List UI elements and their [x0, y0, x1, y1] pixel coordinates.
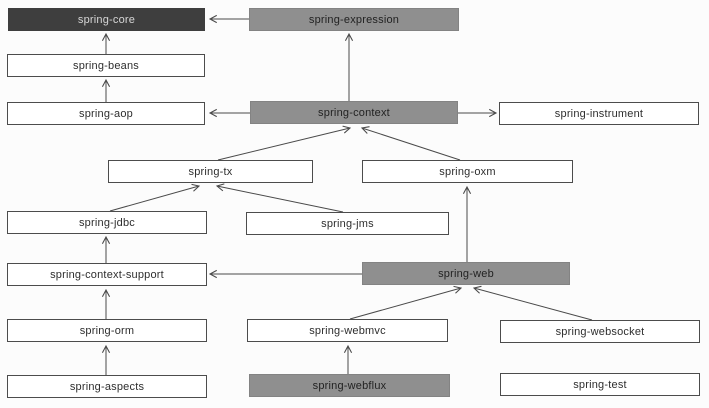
node-spring-expression: spring-expression: [249, 8, 459, 31]
node-spring-oxm: spring-oxm: [362, 160, 573, 183]
node-spring-test: spring-test: [500, 373, 700, 396]
node-spring-context: spring-context: [250, 101, 458, 124]
arrow-oxm-to-context: [360, 126, 461, 161]
arrow-webmvc-to-web: [349, 285, 463, 320]
arrow-jdbc-to-tx: [109, 183, 201, 212]
arrow-tx-to-context: [217, 125, 352, 161]
node-spring-aspects: spring-aspects: [7, 375, 207, 398]
node-spring-webmvc: spring-webmvc: [247, 319, 448, 342]
node-spring-beans: spring-beans: [7, 54, 205, 77]
node-spring-aop: spring-aop: [7, 102, 205, 125]
node-spring-tx: spring-tx: [108, 160, 313, 183]
node-spring-websocket: spring-websocket: [500, 320, 700, 343]
arrow-websocket-to-web: [472, 285, 593, 321]
node-spring-jms: spring-jms: [246, 212, 449, 235]
node-spring-webflux: spring-webflux: [249, 374, 450, 397]
node-spring-jdbc: spring-jdbc: [7, 211, 207, 234]
arrow-jms-to-tx: [215, 183, 344, 213]
node-spring-context-support: spring-context-support: [7, 263, 207, 286]
node-spring-instrument: spring-instrument: [499, 102, 699, 125]
node-spring-web: spring-web: [362, 262, 570, 285]
node-spring-orm: spring-orm: [7, 319, 207, 342]
node-spring-core: spring-core: [8, 8, 205, 31]
